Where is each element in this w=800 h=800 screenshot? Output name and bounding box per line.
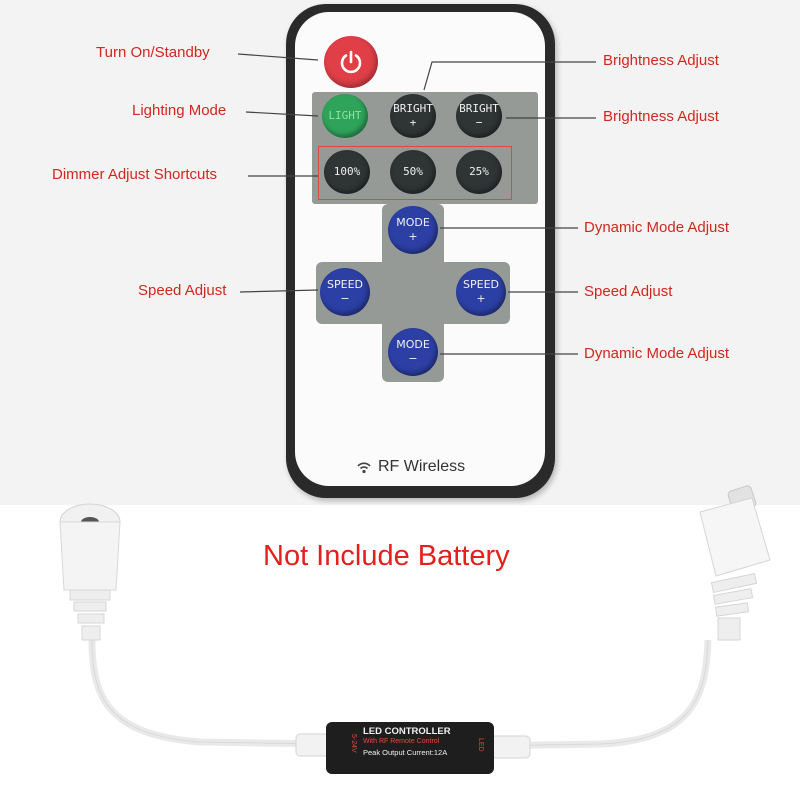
callout-brightness-adjust-bottom: Brightness Adjust [603, 108, 719, 125]
remote-brand: RF Wireless [356, 456, 465, 478]
dim-100-label: 100% [333, 165, 361, 178]
mode-plus-sign: + [408, 230, 418, 243]
bright-plus-button[interactable]: BRIGHT + [390, 94, 436, 138]
controller-voltage-print: 5-24V [350, 734, 357, 753]
bright-minus-sign: − [475, 116, 483, 129]
bright-minus-button[interactable]: BRIGHT − [456, 94, 502, 138]
dim-25-button[interactable]: 25% [456, 150, 502, 194]
led-controller-module [326, 722, 494, 774]
bright-plus-label: BRIGHT [393, 102, 433, 115]
remote-brand-text: RF Wireless [378, 458, 466, 475]
speed-minus-label: SPEED [327, 278, 363, 291]
light-button-label: LIGHT [328, 109, 362, 122]
bright-plus-sign: + [409, 116, 417, 129]
light-button[interactable]: LIGHT [322, 94, 368, 138]
speed-plus-button[interactable]: SPEED + [456, 268, 506, 316]
power-icon [340, 50, 362, 74]
controller-led-print: LED [477, 738, 484, 752]
wifi-signal-icon [357, 462, 371, 474]
mode-minus-sign: − [408, 352, 418, 365]
callout-turn-on-standby: Turn On/Standby [96, 44, 210, 61]
controller-peak-current: Peak Output Current:12A [363, 748, 448, 757]
speed-plus-sign: + [476, 292, 486, 305]
dim-100-button[interactable]: 100% [324, 150, 370, 194]
callout-dynamic-mode-bottom: Dynamic Mode Adjust [584, 345, 730, 362]
callout-dynamic-mode-top: Dynamic Mode Adjust [584, 219, 730, 236]
speed-plus-label: SPEED [463, 278, 499, 291]
bright-minus-label: BRIGHT [459, 102, 499, 115]
callout-lighting-mode: Lighting Mode [132, 102, 227, 119]
callout-dimmer-shortcuts: Dimmer Adjust Shortcuts [52, 166, 218, 183]
callout-brightness-adjust-top: Brightness Adjust [603, 52, 719, 69]
speed-minus-sign: − [340, 292, 350, 305]
mode-minus-label: MODE [396, 338, 430, 351]
battery-notice: Not Include Battery [263, 540, 510, 572]
dim-50-button[interactable]: 50% [390, 150, 436, 194]
controller-subtitle: With RF Remote Control [363, 738, 440, 745]
callout-speed-adjust-right: Speed Adjust [584, 283, 673, 300]
mode-minus-button[interactable]: MODE − [388, 328, 438, 376]
dim-25-label: 25% [469, 165, 489, 178]
dimmer-highlight-box [318, 146, 512, 200]
dim-50-label: 50% [403, 165, 423, 178]
led-controller-label: LED CONTROLLER With RF Remote Control Pe… [363, 726, 483, 758]
callout-speed-adjust-left: Speed Adjust [138, 282, 227, 299]
power-button[interactable] [324, 36, 378, 88]
mode-plus-button[interactable]: MODE + [388, 206, 438, 254]
rf-remote-body [286, 4, 555, 498]
mode-plus-label: MODE [396, 216, 430, 229]
speed-minus-button[interactable]: SPEED − [320, 268, 370, 316]
controller-title: LED CONTROLLER [363, 726, 451, 737]
